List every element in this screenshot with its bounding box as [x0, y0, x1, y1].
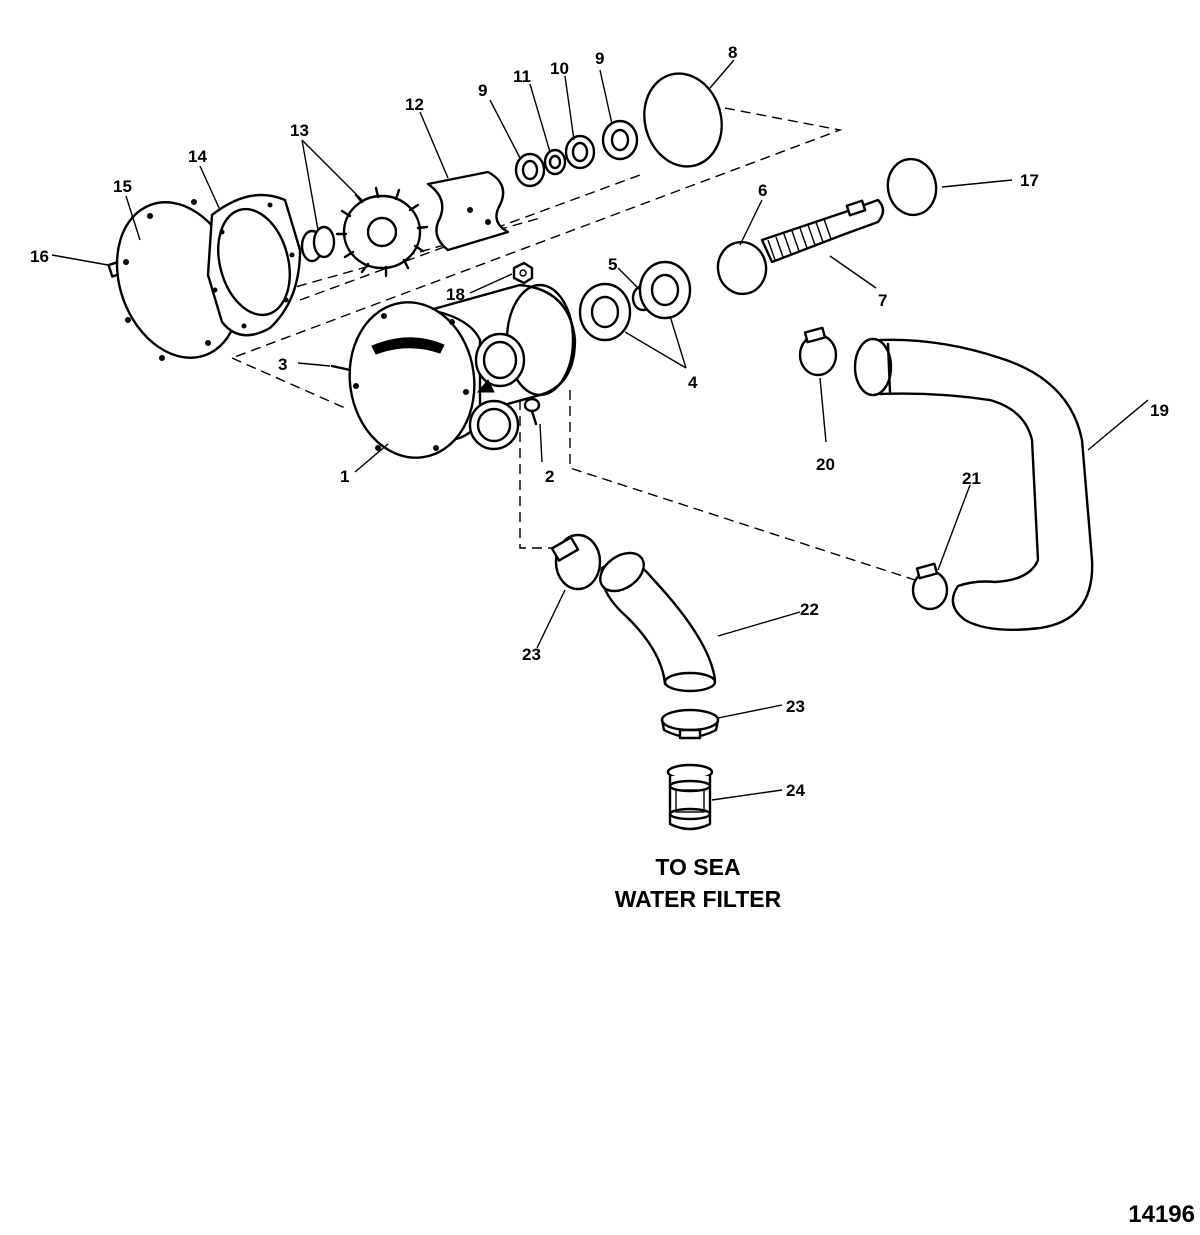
callout-8: 8	[728, 43, 737, 62]
callout-15: 15	[113, 177, 132, 196]
bearings-4-5	[578, 260, 692, 342]
callout-3: 3	[278, 355, 287, 374]
callout-2: 2	[545, 467, 554, 486]
impeller-13	[300, 186, 429, 278]
shaft-7	[760, 198, 885, 264]
gasket-14	[206, 193, 302, 337]
callout-22: 22	[800, 600, 819, 619]
pump-body-1	[348, 283, 577, 459]
hose-clamp-20	[798, 326, 838, 377]
leader-lines	[51, 59, 1149, 801]
nut-18	[512, 261, 534, 285]
elbow-hose-22	[599, 551, 717, 693]
callout-9a: 9	[478, 81, 487, 100]
fitting-24	[666, 763, 714, 831]
wear-plate-12	[426, 170, 510, 252]
callout-21: 21	[962, 469, 981, 488]
callout-17: 17	[1020, 171, 1039, 190]
callout-20: 20	[816, 455, 835, 474]
caption-line-1: TO SEA	[655, 854, 740, 880]
hose-clamp-23-upper	[550, 533, 602, 591]
callout-18: 18	[446, 285, 465, 304]
seals-stack	[514, 119, 639, 188]
callout-6: 6	[758, 181, 767, 200]
callout-13: 13	[290, 121, 309, 140]
callout-23-lower: 23	[786, 697, 805, 716]
callout-12: 12	[405, 95, 424, 114]
hose-clamp-21	[911, 562, 949, 611]
callout-23-upper: 23	[522, 645, 541, 664]
hose-clamp-23-lower	[660, 708, 720, 740]
callout-1: 1	[340, 467, 349, 486]
callout-14: 14	[188, 147, 207, 166]
callout-9b: 9	[595, 49, 604, 68]
callout-10: 10	[550, 59, 569, 78]
callout-19: 19	[1150, 401, 1169, 420]
callout-7: 7	[878, 291, 887, 310]
figure-number: 14196	[1128, 1201, 1195, 1228]
hose-19	[853, 337, 1094, 631]
screw-2	[523, 397, 541, 426]
callout-4: 4	[688, 373, 698, 392]
callout-16: 16	[30, 247, 49, 266]
callout-11: 11	[513, 67, 531, 86]
callout-labels: 1 2 3 4 5 6 7 8 9 9 10 11 12 13 14 15 16…	[30, 43, 1169, 800]
retaining-ring-17	[886, 157, 938, 217]
callout-5: 5	[608, 255, 617, 274]
caption-line-2: WATER FILTER	[615, 886, 782, 912]
pin-3	[330, 364, 352, 372]
retaining-ring-6	[716, 240, 768, 296]
o-ring-8	[643, 72, 723, 168]
callout-24: 24	[786, 781, 805, 800]
